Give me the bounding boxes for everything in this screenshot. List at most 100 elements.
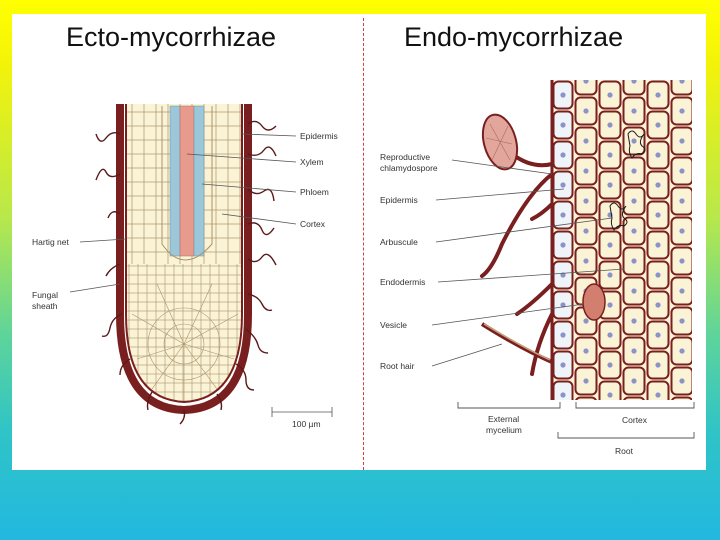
cell-nucleus <box>583 378 589 384</box>
cell-nucleus <box>655 272 661 278</box>
cell-nucleus <box>631 288 637 294</box>
cell-nucleus <box>679 80 685 84</box>
cell-nucleus <box>655 302 661 308</box>
label-arbuscule: Arbuscule <box>380 237 418 247</box>
cell-nucleus <box>583 348 589 354</box>
label-fungal-sheath-line2: sheath <box>32 301 58 311</box>
cell-nucleus <box>631 228 637 234</box>
label-fungal-sheath-line1: Fungal <box>32 290 58 300</box>
endo-cell <box>670 80 692 96</box>
cell-nucleus <box>583 318 589 324</box>
slide: Ecto-mycorrhizae Endo-mycorrhizae <box>12 14 706 470</box>
ecto-title: Ecto-mycorrhizae <box>66 22 277 52</box>
cell-nucleus <box>631 198 637 204</box>
cell-nucleus <box>631 378 637 384</box>
cell-nucleus <box>607 242 613 248</box>
cell-nucleus <box>583 258 589 264</box>
label-xylem: Xylem <box>300 157 324 167</box>
label-cortex: Cortex <box>300 219 326 229</box>
endo-title: Endo-mycorrhizae <box>404 22 624 52</box>
label-endo-epidermis: Epidermis <box>380 195 418 205</box>
vesicle <box>582 283 606 321</box>
cell-nucleus <box>560 302 566 308</box>
brackets <box>457 402 695 439</box>
cell-nucleus <box>631 408 636 413</box>
cell-nucleus <box>655 332 661 338</box>
xylem-strip <box>179 105 195 257</box>
diagram-canvas: Epidermis Xylem Phloem Cortex Hartig net… <box>32 80 695 456</box>
cell-nucleus <box>560 362 566 368</box>
ecto-hyphae <box>95 120 277 425</box>
cell-nucleus <box>655 92 661 98</box>
bracket-external-line1: External <box>488 414 519 424</box>
cell-nucleus <box>560 332 566 338</box>
cell-nucleus <box>679 348 685 354</box>
label-endodermis: Endodermis <box>380 277 425 287</box>
cell-nucleus <box>560 392 566 398</box>
cell-nucleus <box>583 80 589 84</box>
label-phloem: Phloem <box>300 187 329 197</box>
cell-nucleus <box>607 392 613 398</box>
cell-nucleus <box>631 318 637 324</box>
cell-nucleus <box>607 92 613 98</box>
cell-nucleus <box>583 138 589 144</box>
endo-root: Reproductive chlamydospore Epidermis Arb… <box>380 80 695 456</box>
cell-nucleus <box>607 152 613 158</box>
arbuscule <box>609 130 646 231</box>
cell-nucleus <box>560 122 566 128</box>
cell-nucleus <box>607 182 613 188</box>
label-root-hair: Root hair <box>380 361 415 371</box>
endo-cell <box>575 396 597 400</box>
phloem-strip-left <box>169 105 181 257</box>
cell-nucleus <box>583 198 589 204</box>
cell-nucleus <box>583 108 589 114</box>
endo-cell <box>598 380 622 400</box>
phloem-strip-right <box>193 105 205 257</box>
cell-nucleus <box>631 138 637 144</box>
cell-nucleus <box>679 378 685 384</box>
endo-cell-grid <box>552 80 692 413</box>
cell-nucleus <box>631 168 637 174</box>
cell-nucleus <box>631 348 637 354</box>
cell-nucleus <box>583 408 588 413</box>
label-hartig-net: Hartig net <box>32 237 69 247</box>
bracket-root: Root <box>615 446 634 456</box>
endo-cell <box>623 396 645 400</box>
cell-nucleus <box>655 122 661 128</box>
endo-cell <box>574 80 598 96</box>
cell-nucleus <box>655 182 661 188</box>
cell-nucleus <box>607 362 613 368</box>
scale-bar-label: 100 µm <box>292 419 321 429</box>
cell-nucleus <box>679 198 685 204</box>
cell-nucleus <box>560 242 566 248</box>
divider-line <box>363 18 364 470</box>
endo-cell <box>622 80 646 96</box>
cell-nucleus <box>607 302 613 308</box>
cell-nucleus <box>583 228 589 234</box>
cell-nucleus <box>583 168 589 174</box>
cell-nucleus <box>560 92 566 98</box>
bracket-cortex: Cortex <box>622 415 648 425</box>
cell-nucleus <box>679 228 685 234</box>
cell-nucleus <box>679 168 685 174</box>
cell-nucleus <box>631 80 637 84</box>
cell-nucleus <box>607 332 613 338</box>
cell-nucleus <box>607 272 613 278</box>
cell-nucleus <box>631 108 637 114</box>
bracket-external-line2: mycelium <box>486 425 522 435</box>
cell-nucleus <box>631 258 637 264</box>
cell-nucleus <box>560 182 566 188</box>
cell-nucleus <box>655 212 661 218</box>
cell-nucleus <box>679 408 684 413</box>
label-vesicle: Vesicle <box>380 320 407 330</box>
endo-cell <box>646 380 670 400</box>
cell-nucleus <box>560 152 566 158</box>
cell-nucleus <box>679 138 685 144</box>
label-reproductive-line2: chlamydospore <box>380 163 438 173</box>
cell-nucleus <box>679 108 685 114</box>
cell-nucleus <box>607 122 613 128</box>
cell-nucleus <box>679 258 685 264</box>
endo-cell <box>671 396 692 400</box>
ecto-root: Epidermis Xylem Phloem Cortex Hartig net… <box>32 104 338 429</box>
cell-nucleus <box>655 392 661 398</box>
